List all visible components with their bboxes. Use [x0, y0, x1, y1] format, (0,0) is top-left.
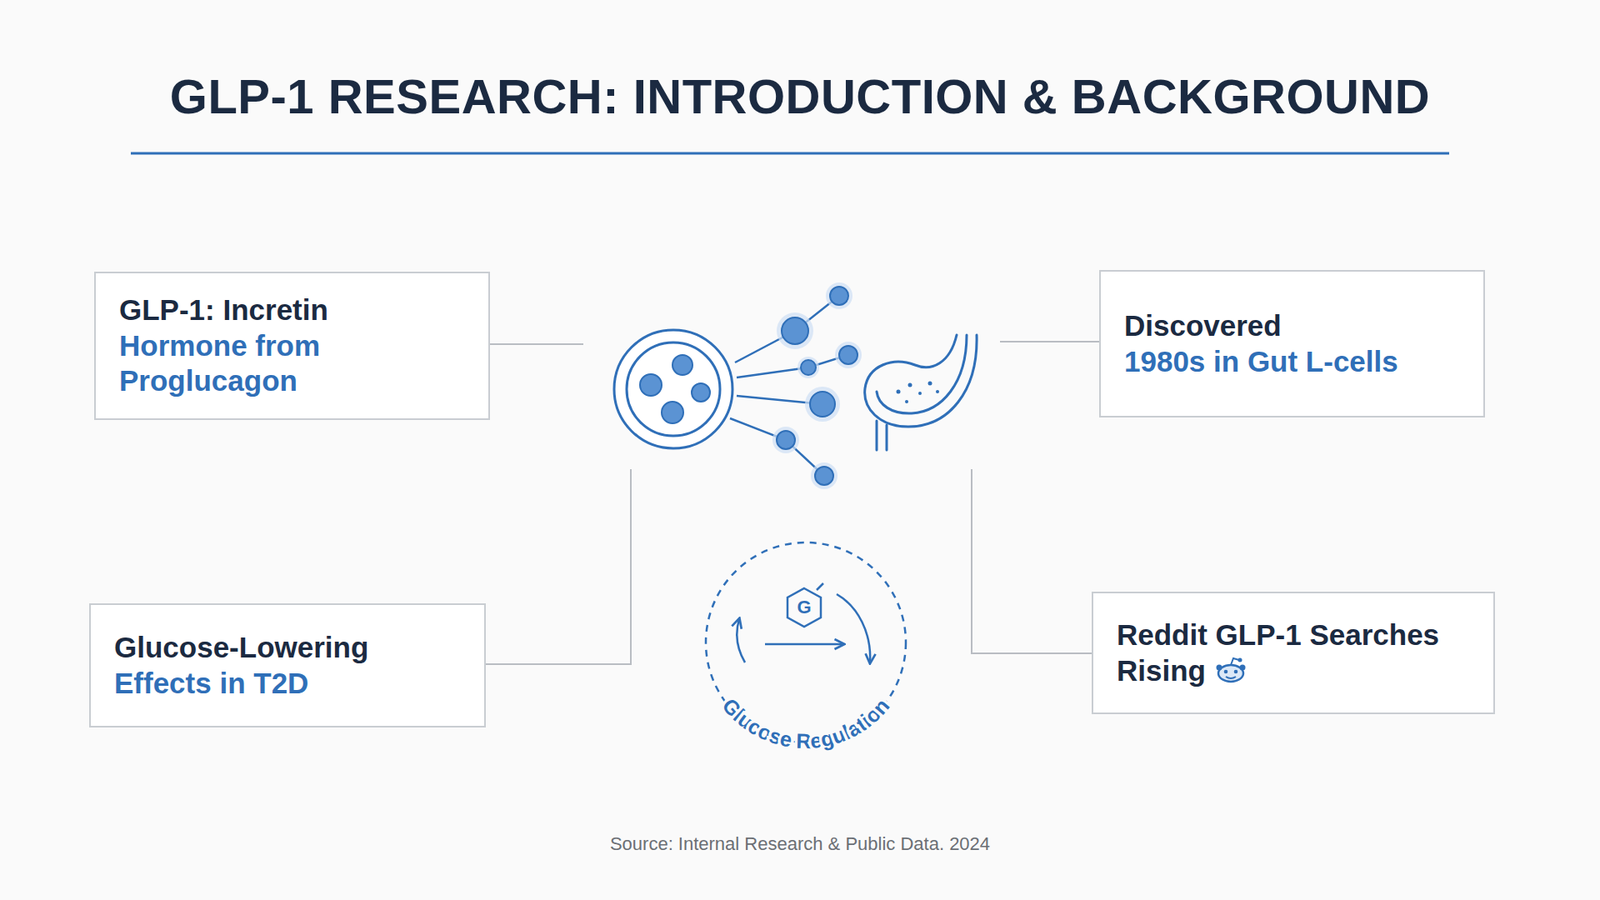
text-line: Reddit GLP-1 Searches Rising — [1116, 617, 1479, 689]
title-rule — [130, 152, 1450, 155]
cycle-ring: Glucose Regulation — [689, 525, 923, 760]
box-heading: Reddit GLP-1 Searches Rising — [1116, 618, 1440, 687]
text-line: Effects in T2D — [114, 665, 470, 702]
text-line: Discovered — [1124, 308, 1469, 345]
text-line: 1980s in Gut L-cells — [1124, 344, 1469, 380]
info-box: Discovered1980s in Gut L-cells — [1099, 270, 1485, 418]
info-box: Reddit GLP-1 Searches Rising — [1091, 591, 1495, 715]
glucose-cycle-icon — [736, 583, 870, 663]
text-line: GLP-1: Incretin — [119, 292, 474, 329]
reddit-icon — [1214, 655, 1248, 685]
ring-label: Glucose Regulation — [717, 693, 894, 753]
leader-lines — [485, 341, 1100, 665]
info-box: Glucose-LoweringEffects in T2D — [89, 603, 486, 728]
text-line: Glucose-Lowering — [114, 630, 470, 666]
page-title: GLP-1 RESEARCH: INTRODUCTION & BACKGROUN… — [0, 68, 1600, 125]
text-line: Hormone from Proglucagon — [119, 328, 474, 400]
box-heading: Discovered — [1124, 309, 1282, 342]
cell-illustration — [614, 282, 862, 490]
box-body: Hormone from Proglucagon — [119, 329, 320, 398]
box-body: Effects in T2D — [114, 666, 309, 700]
box-heading: GLP-1: Incretin — [119, 293, 329, 326]
ring-outline: Glucose Regulation — [689, 525, 923, 760]
box-body: 1980s in Gut L-cells — [1124, 345, 1399, 378]
box-heading: Glucose-Lowering — [114, 630, 369, 664]
info-box: GLP-1: IncretinHormone from Proglucagon — [94, 271, 490, 420]
source-caption: Source: Internal Research & Public Data.… — [0, 833, 1600, 855]
icon-letter: G — [796, 596, 811, 619]
stomach-illustration — [865, 335, 977, 450]
